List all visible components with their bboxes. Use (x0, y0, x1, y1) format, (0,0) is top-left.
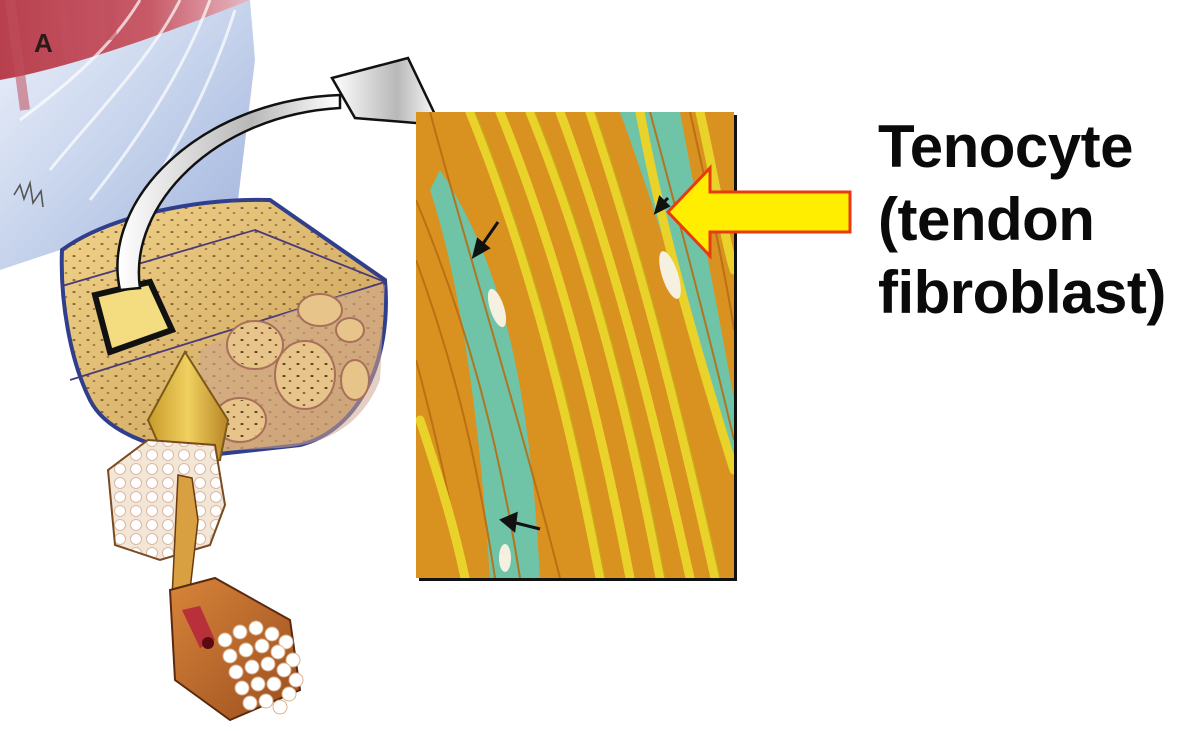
caption-line-2: (tendon (878, 186, 1095, 254)
tenocyte-pointer-arrow (665, 164, 852, 260)
caption-line-1: Tenocyte (878, 113, 1133, 180)
caption-line-3: fibroblast) (878, 259, 1166, 327)
magnified-inset (416, 112, 737, 581)
muscle-tendon-region (0, 0, 255, 270)
callout-arrow (116, 56, 443, 292)
tenocyte-caption: Tenocyte (tendon fibroblast) (878, 110, 1178, 330)
panel-label: A (34, 28, 53, 58)
bone-enthesis-block (59, 197, 388, 458)
fiber-cross-section (106, 350, 230, 600)
fascicle-bundle (168, 576, 304, 722)
artist-signature (13, 179, 44, 208)
